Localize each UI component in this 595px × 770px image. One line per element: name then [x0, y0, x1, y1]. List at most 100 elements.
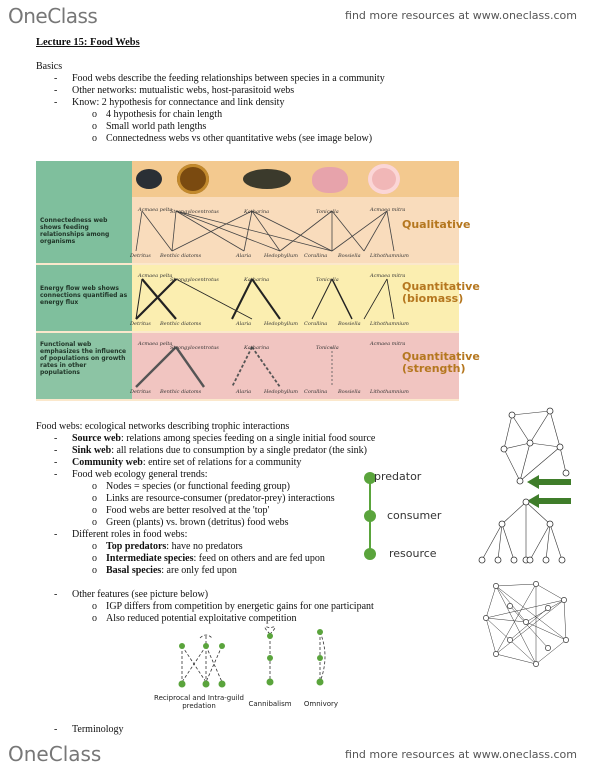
energy-flow-web-row: Energy flow web shows connections quanti… — [36, 265, 480, 331]
row-label-panel — [36, 265, 132, 331]
community-web-network — [483, 581, 569, 667]
foodwebs-intro: Food webs: ecological networks describin… — [36, 421, 290, 432]
species-label: Benthic diatoms — [160, 253, 202, 259]
species-label: Lithothamnium — [370, 389, 409, 395]
sea-urchin-image — [177, 164, 209, 194]
species-label: Bossiella — [338, 321, 361, 327]
cannibalism-motif — [264, 626, 276, 686]
species-label: Tonicella — [316, 209, 339, 215]
header-link[interactable]: find more resources at www.oneclass.com — [345, 9, 577, 22]
functional-links — [135, 346, 333, 388]
species-label: Strongylocentrotus — [170, 345, 219, 351]
limpet-image — [136, 169, 162, 189]
connectedness-web-row: Connectedness web shows feeding relation… — [36, 197, 471, 263]
species-label: Katharina — [244, 277, 270, 283]
predator-label: predator — [374, 470, 422, 483]
left-panel-top — [36, 161, 132, 197]
tonicella-image — [312, 167, 348, 193]
species-label: Acmaea pelta — [138, 341, 173, 347]
row-label-panel — [36, 197, 132, 263]
igp-motif — [178, 634, 226, 688]
species-label: Corallina — [304, 321, 328, 327]
cannibalism-caption: Cannibalism — [248, 700, 292, 708]
species-label: Alaria — [236, 321, 252, 327]
species-label: Tonicella — [316, 345, 339, 351]
species-label: Bossiella — [338, 389, 361, 395]
row-label: Connectedness web shows feeding relation… — [40, 217, 110, 245]
quantitative-strength-label: Quantitative (strength) — [402, 350, 480, 375]
lecture-title: Lecture 15: Food Webs — [36, 37, 140, 48]
oneclass-footer-logo[interactable]: OneClass — [8, 742, 102, 766]
species-label: Lithothamnium — [370, 253, 409, 259]
species-label: Alaria — [236, 389, 252, 395]
trophic-chain-diagram — [364, 472, 376, 560]
basics-heading: Basics — [36, 61, 63, 72]
omnivory-caption: Omnivory — [303, 700, 339, 708]
species-label: Bossiella — [338, 253, 361, 259]
trends-item: -Food web ecology general trends: — [54, 469, 208, 480]
species-label: Detritus — [130, 389, 151, 395]
resource-label: resource — [389, 547, 437, 560]
other-features-item: -Other features (see picture below) — [54, 589, 209, 600]
terminology-item: -Terminology — [54, 724, 124, 735]
omnivory-motif — [316, 629, 326, 686]
species-label: Katharina — [244, 209, 270, 215]
sink-web-network — [500, 407, 570, 485]
community-web-item: -Community web: entire set of relations … — [54, 457, 302, 468]
species-label: Katharina — [244, 345, 270, 351]
source-web-network — [478, 498, 566, 564]
species-label: Acmaea mitra — [370, 207, 406, 213]
species-label: Detritus — [130, 253, 151, 259]
species-label: Hedophyllum — [264, 389, 298, 395]
basics-item: -Other networks: mutualistic webs, host-… — [54, 85, 295, 96]
connectedness-links — [135, 210, 395, 252]
chiton-image — [243, 169, 291, 189]
species-label: Alaria — [236, 253, 252, 259]
basics-item: -Know: 2 hypothesis for connectance and … — [54, 97, 285, 108]
igp-caption: Reciprocal and Intra-guild predation — [154, 694, 244, 710]
footer-link[interactable]: find more resources at www.oneclass.com — [345, 748, 577, 761]
consumer-label: consumer — [387, 509, 442, 522]
basics-item: -Food webs describe the feeding relation… — [54, 73, 385, 84]
species-label: Benthic diatoms — [160, 389, 202, 395]
species-label: Tonicella — [316, 277, 339, 283]
oneclass-logo[interactable]: OneClass — [8, 4, 98, 28]
species-label: Acmaea mitra — [370, 341, 406, 347]
species-label: Hedophyllum — [264, 253, 298, 259]
functional-web-row: Functional web emphasizes the influence … — [36, 333, 480, 399]
species-label: Acmaea pelta — [138, 207, 173, 213]
acmaea-mitra-image — [368, 164, 400, 194]
row-label: Functional web emphasizes the influence … — [40, 341, 127, 376]
food-web-comparison-figure: Connectedness web shows feeding relation… — [36, 161, 480, 401]
species-label: Hedophyllum — [264, 321, 298, 327]
species-label: Acmaea mitra — [370, 273, 406, 279]
green-arrows — [527, 475, 571, 508]
energy-flow-links — [135, 278, 395, 320]
sink-web-item: -Sink web: all relations due to consumpt… — [54, 445, 367, 456]
qualitative-label: Qualitative — [402, 218, 471, 231]
row-label: Energy flow web shows connections quanti… — [40, 285, 128, 306]
species-label: Benthic diatoms — [160, 321, 202, 327]
species-label: Corallina — [304, 253, 328, 259]
source-web-item: -Source web: relations among species fee… — [54, 433, 376, 444]
species-label: Corallina — [304, 389, 328, 395]
quantitative-biomass-label: Quantitative (biomass) — [402, 280, 480, 305]
species-label: Acmaea pelta — [138, 273, 173, 279]
species-label: Strongylocentrotus — [170, 209, 219, 215]
species-label: Lithothamnium — [370, 321, 409, 327]
species-label: Detritus — [130, 321, 151, 327]
roles-item: -Different roles in food webs: — [54, 529, 188, 540]
row-label-panel — [36, 333, 132, 399]
